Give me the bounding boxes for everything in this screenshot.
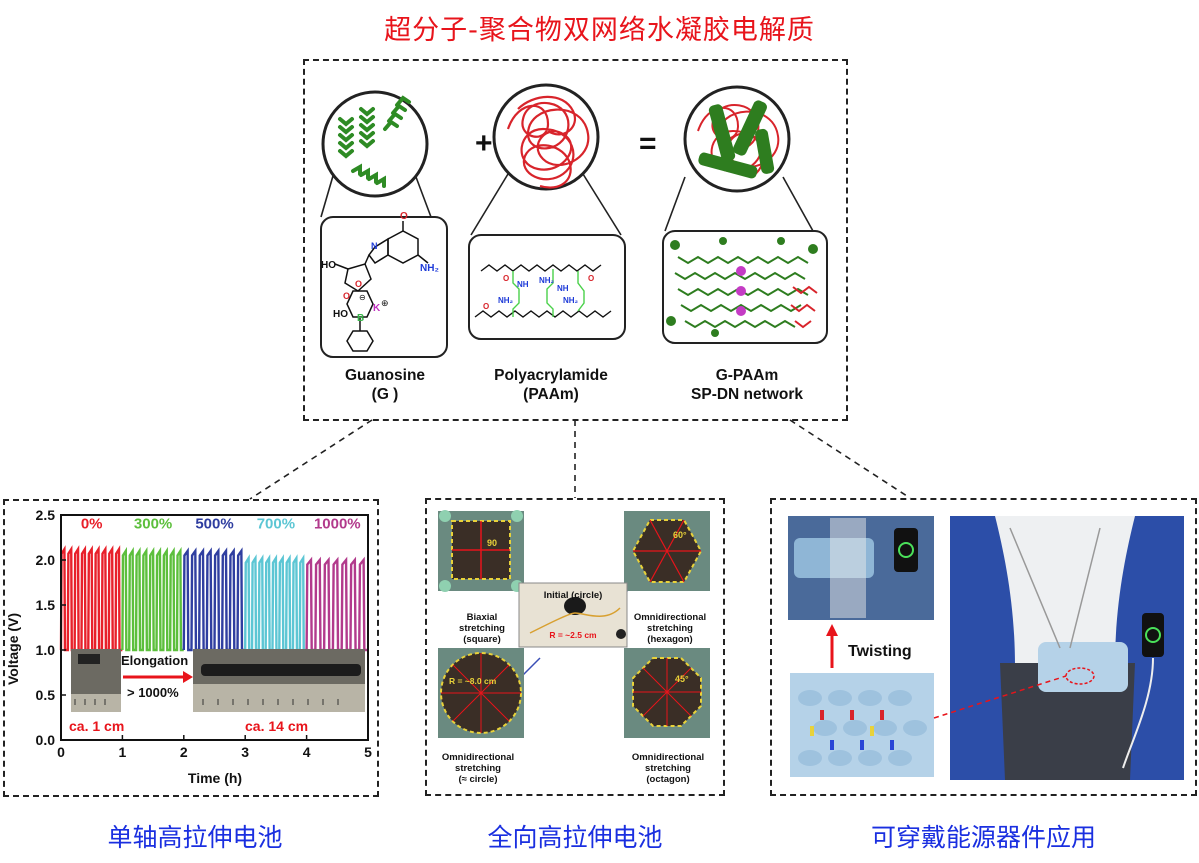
y-tick-label: 0.0 (36, 732, 56, 748)
paam-structure-box: NH₂ NH₂ NH₂ NH NH O O O (468, 234, 626, 340)
x-tick-label: 1 (119, 744, 127, 760)
plot-frame (60, 514, 369, 741)
series-label-0: 0% (81, 516, 103, 533)
svg-text:NH: NH (557, 284, 569, 293)
svg-text:B: B (357, 313, 364, 324)
gpaam-circle (683, 85, 791, 193)
photo-octagon: 45° (624, 648, 710, 738)
photo-hexagon: 60° (624, 511, 710, 591)
svg-text:K: K (373, 303, 381, 314)
photo-biaxial: 90 (438, 510, 524, 592)
wearable-art: Twisting (788, 516, 1184, 780)
svg-text:R = ~8.0 cm: R = ~8.0 cm (449, 676, 497, 686)
voltage-chart: 0% 300% 500% 700% 1000% 0 1 2 3 4 5 0.0 0.5 1.0 1.5 2.… (5, 507, 372, 786)
svg-text:HO: HO (321, 260, 336, 271)
svg-text:O: O (503, 274, 509, 283)
series-label-3: 700% (257, 516, 295, 533)
series-label-4: 1000% (314, 516, 361, 533)
center-label: Initial (circle) (544, 590, 603, 601)
inset-long-length: ca. 14 cm (245, 718, 308, 734)
svg-text:90: 90 (487, 538, 497, 548)
inset-ratio-label: > 1000% (127, 685, 179, 700)
center-radius: R = ~2.5 cm (549, 630, 597, 640)
x-axis-label: Time (h) (188, 770, 242, 786)
y-tick-label: 1.0 (36, 642, 56, 658)
series-line-3 (244, 554, 307, 652)
guanosine-structure-box: HO HO B K ⊕ ⊖ NH₂ O N O O (320, 211, 448, 358)
series-label-2: 500% (195, 516, 233, 533)
photo-knit-closeup (790, 673, 934, 777)
svg-text:O: O (483, 302, 489, 311)
gpaam-structure-box (662, 230, 828, 344)
paam-circle (492, 83, 600, 191)
x-tick-label: 5 (364, 744, 372, 760)
page-title: 超分子-聚合物双网络水凝胶电解质 (384, 15, 815, 46)
omnidirectional-panel (425, 498, 725, 796)
svg-text:N: N (371, 241, 378, 251)
series-label-1: 300% (134, 516, 172, 533)
x-tick-label: 3 (241, 744, 249, 760)
inset-short-length: ca. 1 cm (69, 718, 124, 734)
photo-bag-twist (788, 516, 934, 620)
caption-omnidirectional: 全向高拉伸电池 (487, 823, 663, 852)
svg-text:O: O (343, 291, 350, 301)
svg-text:⊕: ⊕ (381, 298, 389, 308)
svg-text:NH₂: NH₂ (420, 263, 439, 274)
y-tick-label: 2.5 (36, 507, 56, 523)
omnidirectional-art: 90 60° R = ~8.0 cm 45° Initial (circle) … (438, 510, 710, 738)
equals-sign: = (639, 127, 657, 160)
y-tick-label: 1.5 (36, 597, 56, 613)
caption-wearable: 可穿戴能源器件应用 (870, 823, 1096, 852)
y-tick-label: 2.0 (36, 552, 56, 568)
svg-text:HO: HO (333, 309, 348, 320)
svg-text:O: O (355, 279, 362, 289)
svg-text:NH: NH (517, 280, 529, 289)
svg-text:O: O (400, 211, 408, 222)
x-tick-label: 2 (180, 744, 188, 760)
svg-text:NH₂: NH₂ (563, 296, 579, 305)
x-tick-label: 4 (303, 744, 311, 760)
guanosine-label: Guanosine(G ) (344, 367, 426, 403)
series-line-1 (121, 546, 184, 652)
wearable-panel (770, 498, 1197, 796)
inset-elongation-label: Elongation (121, 653, 188, 668)
top-panel-art: + = HO HO B (320, 83, 828, 358)
svg-text:⊖: ⊖ (359, 293, 366, 302)
svg-text:45°: 45° (675, 674, 689, 684)
caption-uniaxial: 单轴高拉伸电池 (107, 823, 283, 852)
y-axis-label: Voltage (V) (5, 613, 21, 685)
photo-initial (518, 582, 628, 648)
photo-circle: R = ~8.0 cm (438, 648, 524, 738)
svg-text:O: O (588, 274, 594, 283)
x-tick-label: 0 (57, 744, 65, 760)
series-line-0 (59, 545, 123, 652)
paam-label: Polyacrylamide(PAAm) (494, 367, 608, 403)
plus-sign: + (475, 127, 493, 160)
series-line-4 (305, 556, 368, 652)
y-tick-label: 0.5 (36, 687, 56, 703)
guanosine-circle (321, 90, 429, 198)
svg-text:NH₂: NH₂ (498, 296, 514, 305)
series-line-2 (182, 547, 246, 652)
voltage-panel (3, 499, 379, 797)
twisting-label: Twisting (848, 643, 912, 660)
photo-person-wearing (950, 516, 1184, 780)
svg-text:NH₂: NH₂ (539, 276, 555, 285)
svg-text:60°: 60° (673, 530, 687, 540)
